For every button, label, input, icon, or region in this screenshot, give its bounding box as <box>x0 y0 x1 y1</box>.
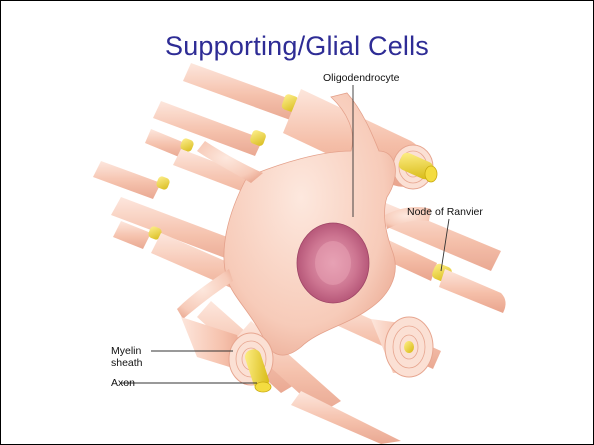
myelin-sheath-lower-right <box>371 317 433 377</box>
label-node-of-ranvier: Node of Ranvier <box>407 206 483 218</box>
label-axon: Axon <box>111 377 135 389</box>
label-myelin-sheath: Myelin sheath <box>111 345 151 369</box>
label-oligodendrocyte: Oligodendrocyte <box>323 72 399 84</box>
